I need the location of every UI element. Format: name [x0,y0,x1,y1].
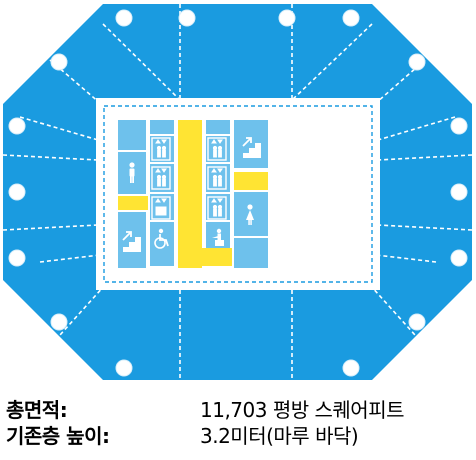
elevator-icon [207,137,227,161]
height-value: 3.2미터(마루 바닥) [200,424,359,448]
column-icon [115,359,133,377]
column-icon [50,53,68,71]
column-icon [50,313,68,331]
core-corridor-line [103,105,373,283]
column-icon [278,9,296,27]
column-icon [408,53,426,71]
service-elevator-icon [212,228,224,246]
height-label: 기존층 높이: [6,424,110,448]
column-icon [8,249,26,267]
highlight-corridor [118,120,268,268]
column-icon [450,249,468,267]
column-icon [342,9,360,27]
height-row: 기존층 높이: 3.2미터(마루 바닥) [0,420,476,448]
column-icon [8,183,26,201]
service-elevator-icon [151,196,171,220]
restroom-male-icon [129,162,135,183]
column-icon [450,117,468,135]
elevator-icons [151,137,227,220]
elevator-icon [207,196,227,220]
column-icon [115,9,133,27]
area-label: 총면적: [6,398,68,422]
floor-plan [2,4,473,380]
elevator-icon [151,166,171,190]
column-icon [178,9,196,27]
column-icon [408,313,426,331]
elevator-icon [151,137,171,161]
stairs-icon [122,231,141,252]
area-row: 총면적: 11,703 평방 스퀘어피트 [0,394,476,422]
stairs-icon [242,137,261,158]
restroom-female-icon [246,204,254,225]
accessible-restroom-icon [154,228,169,249]
elevator-icon [207,166,227,190]
perimeter-columns [8,9,468,377]
area-value: 11,703 평방 스퀘어피트 [200,398,405,422]
column-icon [450,183,468,201]
floor-stats: 총면적: 11,703 평방 스퀘어피트 기존층 높이: 3.2미터(마루 바닥… [0,380,476,460]
column-icon [342,359,360,377]
column-icon [8,117,26,135]
